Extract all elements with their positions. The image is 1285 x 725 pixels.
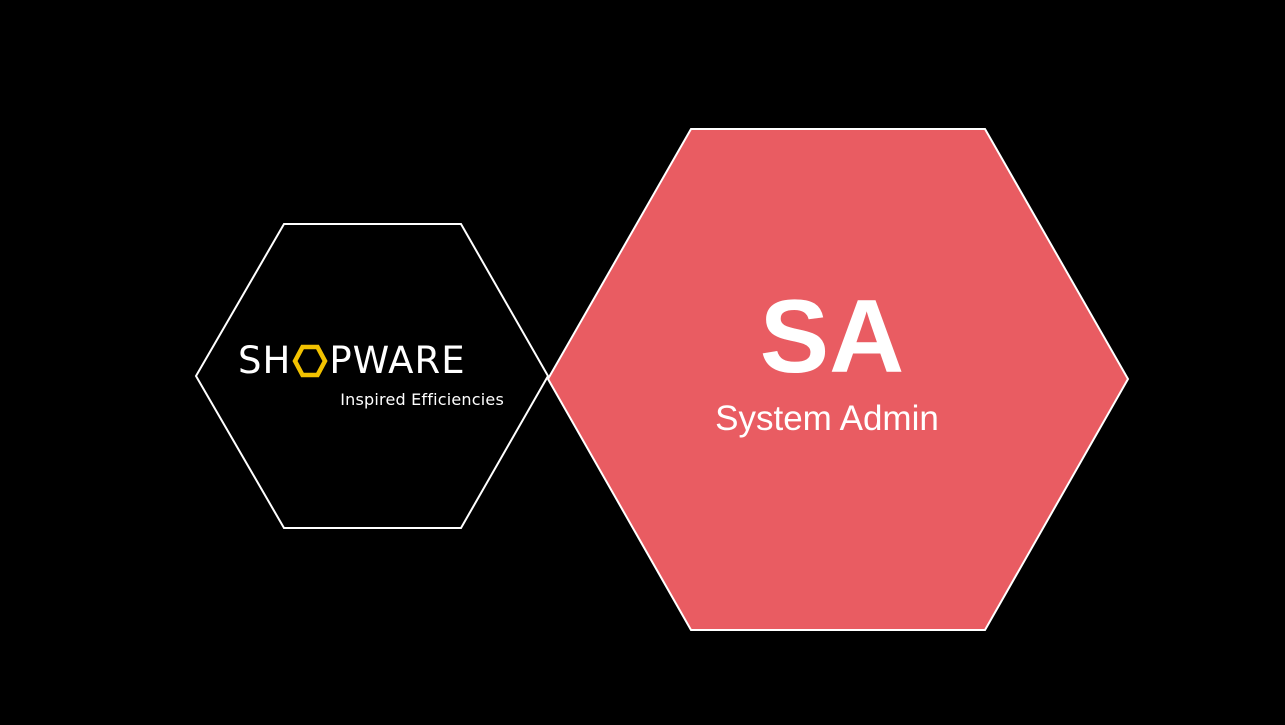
hexagon-o-icon xyxy=(292,344,328,378)
brand-hexagon xyxy=(194,223,550,529)
brand-name-part2: PWARE xyxy=(329,339,466,382)
role-hexagon xyxy=(546,128,1130,631)
role-initials: SA xyxy=(759,279,905,395)
role-label: System Admin xyxy=(715,399,939,438)
brand-tagline: Inspired Efficiencies xyxy=(340,390,504,409)
brand-logo: SH PWARE xyxy=(238,341,504,381)
brand-name-part1: SH xyxy=(238,339,292,382)
